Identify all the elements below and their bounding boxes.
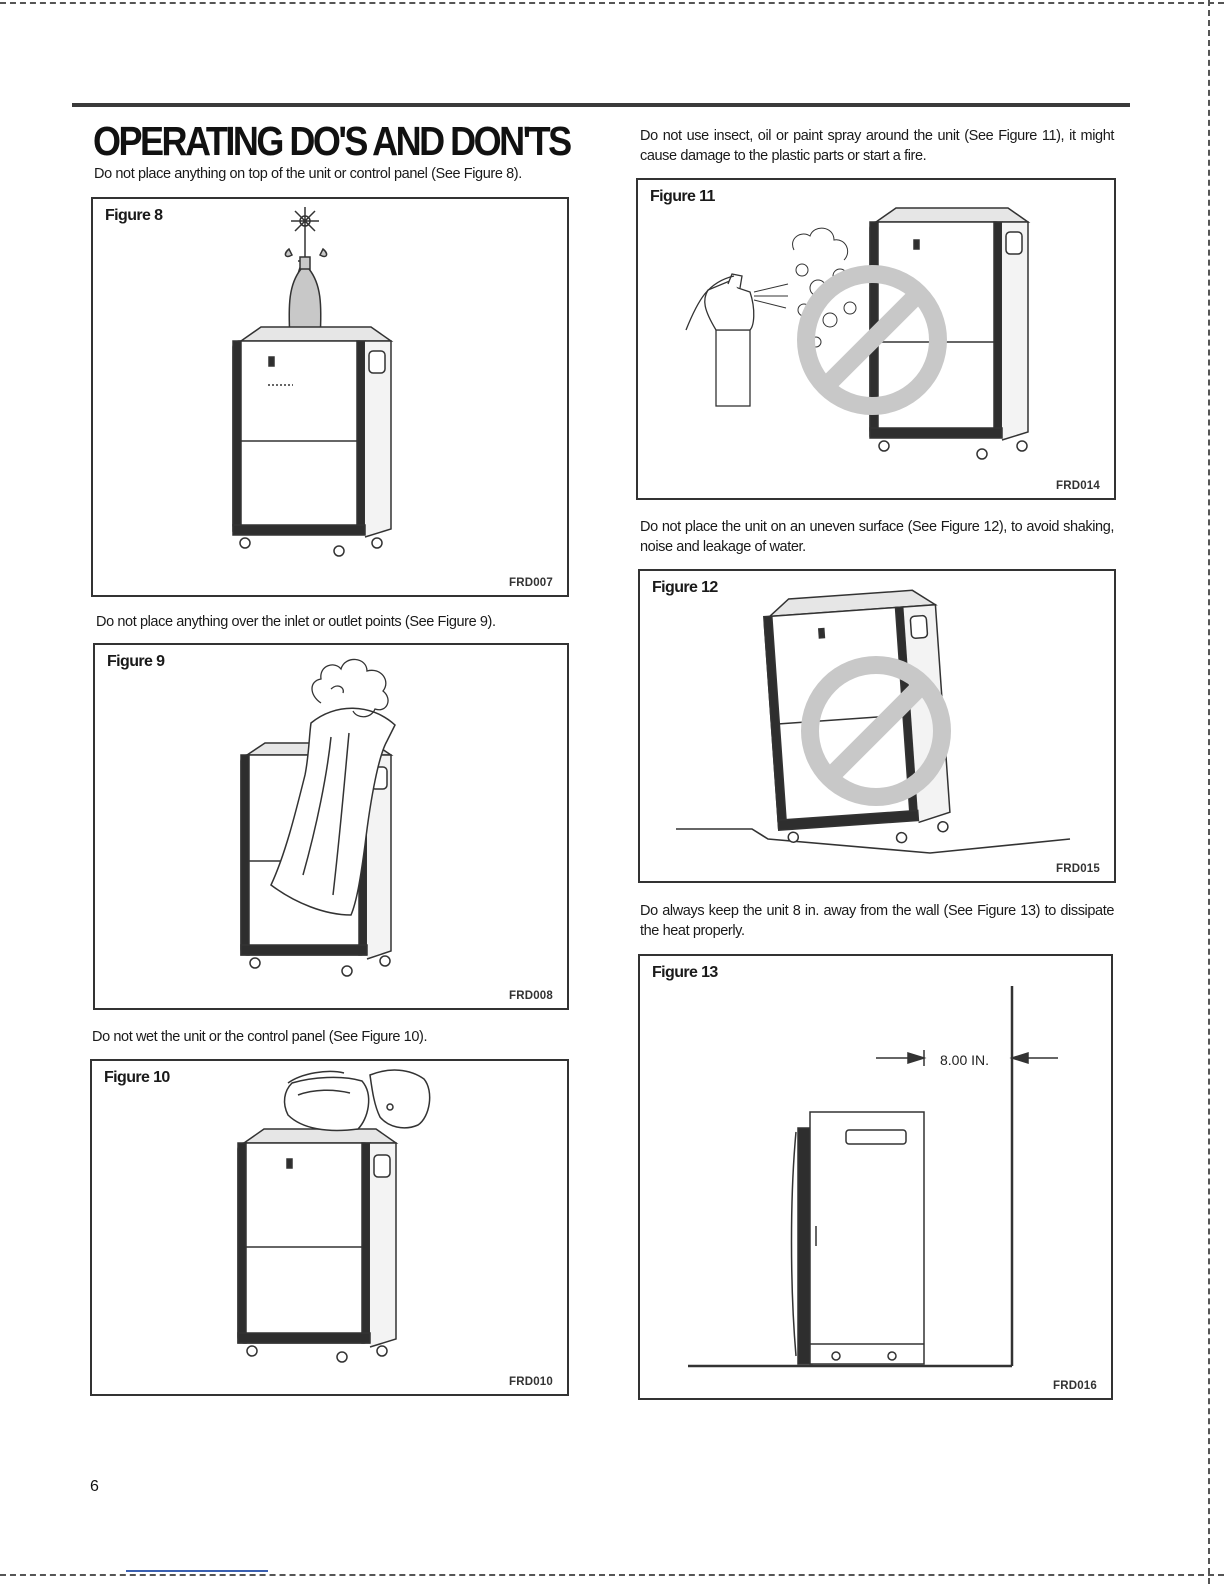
dehumidifier-unit bbox=[237, 1128, 399, 1363]
figure-11-illustration bbox=[685, 207, 1031, 460]
instruction-fig11: Do not use insect, oil or paint spray ar… bbox=[640, 128, 1114, 164]
figure-11: Figure 11 FRD014 bbox=[636, 178, 1116, 500]
page-title: OPERATING DO'S AND DON'TS bbox=[93, 118, 572, 164]
vase-with-flower bbox=[284, 207, 328, 340]
page-edge-right bbox=[1208, 0, 1210, 1584]
figure-8-illustration bbox=[232, 207, 394, 557]
instruction-fig12: Do not place the unit on an uneven surfa… bbox=[640, 519, 1114, 555]
figure-12-label: Figure 12 bbox=[652, 579, 718, 596]
prohibition-icon bbox=[801, 656, 951, 806]
figure-13-code: FRD016 bbox=[1052, 1380, 1097, 1392]
figure-12: Figure 12 FRD015 bbox=[638, 569, 1116, 883]
instruction-fig8: Do not place anything on top of the unit… bbox=[94, 166, 522, 182]
figure-9-illustration bbox=[240, 658, 396, 977]
figure-10-label: Figure 10 bbox=[104, 1069, 170, 1086]
instruction-fig10: Do not wet the unit or the control panel… bbox=[92, 1029, 428, 1045]
wall-and-floor bbox=[688, 986, 1014, 1368]
figure-11-code: FRD014 bbox=[1055, 480, 1100, 492]
prohibition-icon bbox=[797, 265, 947, 415]
figure-9-code: FRD008 bbox=[508, 990, 553, 1002]
figure-9: Figure 9 FRD008 bbox=[93, 643, 569, 1010]
figure-13-illustration: 8.00 IN. bbox=[688, 986, 1058, 1368]
figure-10-code: FRD010 bbox=[508, 1376, 553, 1388]
page-edge-bottom bbox=[0, 1574, 1224, 1576]
side-view-unit bbox=[790, 1111, 925, 1365]
figure-8-label: Figure 8 bbox=[105, 207, 163, 224]
instruction-fig9: Do not place anything over the inlet or … bbox=[96, 614, 496, 630]
figure-12-code: FRD015 bbox=[1055, 863, 1100, 875]
uneven-floor bbox=[676, 828, 1071, 854]
spray-can-hand bbox=[685, 273, 755, 407]
figure-10-illustration bbox=[237, 1069, 431, 1363]
figure-13: 8.00 IN. Figure 13 FRD016 bbox=[638, 954, 1113, 1400]
page-number: 6 bbox=[90, 1478, 99, 1495]
water-bucket-pouring bbox=[283, 1069, 431, 1132]
header-rule bbox=[72, 103, 1130, 107]
figure-8: Figure 8 FRD007 bbox=[91, 197, 569, 597]
dimension-label: 8.00 IN. bbox=[940, 1052, 989, 1068]
cloth-cover bbox=[270, 707, 396, 916]
bottom-accent-line bbox=[126, 1570, 268, 1572]
dehumidifier-unit bbox=[869, 207, 1031, 460]
instruction-fig13: Do always keep the unit 8 in. away from … bbox=[640, 903, 1114, 939]
figure-9-label: Figure 9 bbox=[107, 653, 165, 670]
steam-cloud bbox=[311, 658, 389, 718]
dimension-arrows bbox=[876, 1050, 1058, 1066]
figure-13-label: Figure 13 bbox=[652, 964, 718, 981]
dehumidifier-unit bbox=[232, 326, 394, 557]
figure-8-code: FRD007 bbox=[508, 577, 553, 589]
figure-11-label: Figure 11 bbox=[650, 188, 715, 205]
tilted-dehumidifier-unit bbox=[763, 589, 951, 844]
page-edge-top bbox=[0, 2, 1224, 4]
figure-12-illustration bbox=[676, 589, 1071, 854]
figure-10: Figure 10 FRD010 bbox=[90, 1059, 569, 1396]
